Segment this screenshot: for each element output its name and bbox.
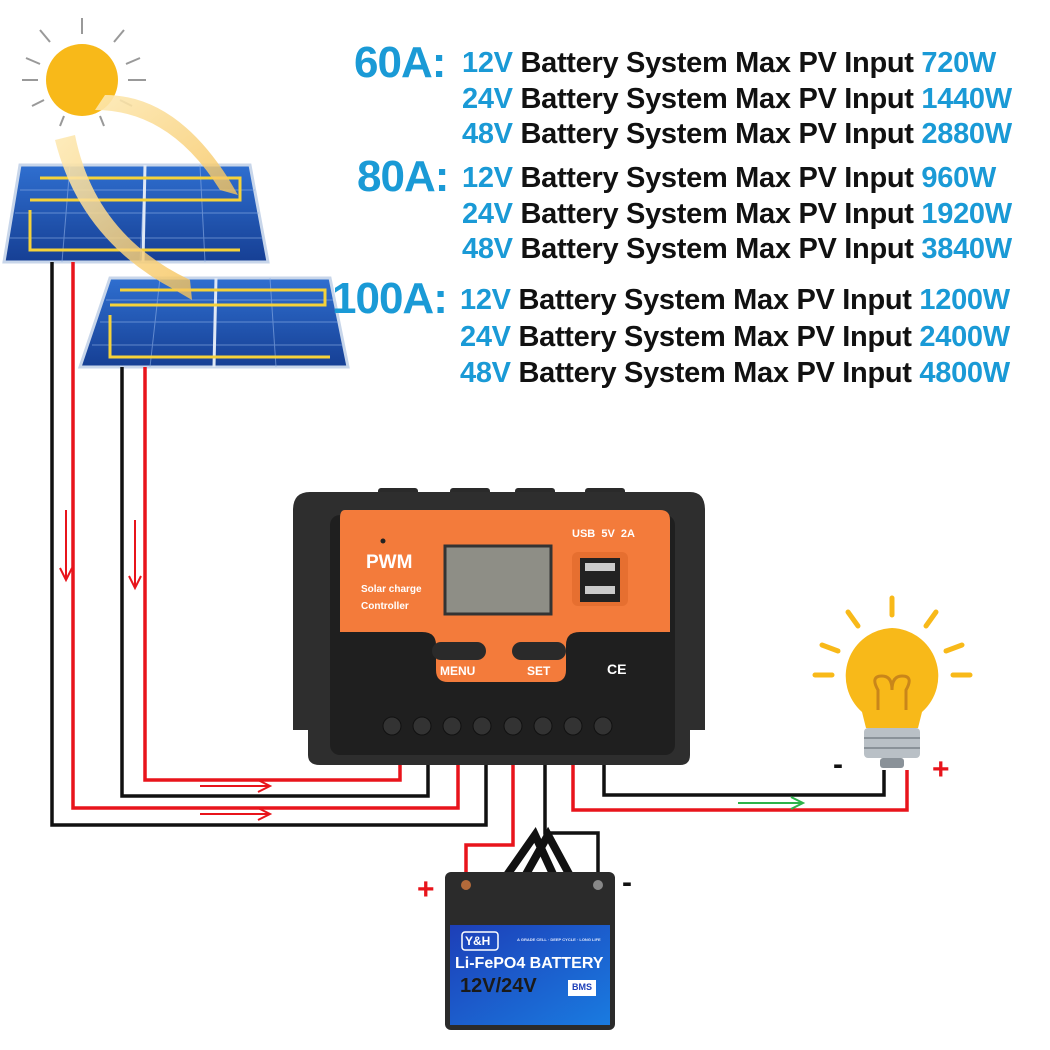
spec-text: Battery System Max PV Input (518, 321, 912, 353)
solar-panel-1 (2, 163, 270, 264)
light-bulb-icon (812, 595, 973, 768)
usb-label: USB 5V 2A (572, 528, 635, 540)
terminal-block (382, 716, 613, 736)
load-positive-sign: + (932, 753, 950, 786)
panel1-positive-wire (71, 262, 460, 810)
spec-power: 720W (921, 47, 996, 79)
spec-row: 48V Battery System Max PV Input 4800W (460, 357, 1010, 390)
spec-row: 12V Battery System Max PV Input 720W (462, 47, 996, 80)
spec-text: Battery System Max PV Input (520, 118, 914, 150)
spec-row: 12V Battery System Max PV Input 960W (462, 162, 996, 195)
set-label: SET (527, 664, 551, 678)
spec-voltage: 24V (460, 321, 511, 353)
panel1-negative-wire (50, 262, 488, 827)
set-button[interactable] (512, 642, 566, 660)
menu-label: MENU (440, 664, 476, 678)
sun-icon (22, 18, 146, 127)
bms-badge: BMS (572, 982, 592, 992)
spec-power: 4800W (919, 357, 1010, 389)
spec-text: Battery System Max PV Input (520, 47, 914, 79)
spec-text: Battery System Max PV Input (520, 233, 914, 265)
sunlight-beam-2 (55, 135, 192, 300)
spec-power: 960W (921, 162, 996, 194)
pwm-charge-controller (293, 488, 705, 765)
spec-voltage: 12V (462, 47, 513, 79)
spec-row: 12V Battery System Max PV Input 1200W (460, 284, 1010, 317)
spec-voltage: 12V (460, 284, 511, 316)
battery-chemistry: Li-FePO4 BATTERY (455, 955, 604, 972)
spec-power: 1200W (919, 284, 1010, 316)
spec-row: 48V Battery System Max PV Input 2880W (462, 118, 1012, 151)
load-negative-sign: - (833, 748, 843, 781)
spec-voltage: 48V (462, 233, 513, 265)
spec-power: 1920W (921, 198, 1012, 230)
battery-positive-wire (464, 765, 515, 885)
panel2-negative-wire (120, 367, 430, 798)
lifepo4-battery (445, 826, 615, 1030)
solar-panel-2 (77, 276, 350, 369)
spec-voltage: 24V (462, 198, 513, 230)
battery-positive-sign: + (417, 873, 435, 906)
spec-text: Battery System Max PV Input (520, 198, 914, 230)
spec-power: 1440W (921, 83, 1012, 115)
load-positive-wire (571, 765, 909, 812)
battery-voltage: 12V/24V (460, 975, 537, 997)
spec-row: 24V Battery System Max PV Input 1920W (462, 198, 1012, 231)
spec-text: Battery System Max PV Input (518, 284, 912, 316)
spec-group-100a-label: 100A: (332, 274, 448, 323)
controller-subtitle: Solar charge (361, 584, 422, 595)
wiring (50, 262, 909, 885)
panel2-positive-wire (143, 367, 402, 782)
ce-mark: CE (607, 661, 627, 677)
spec-text: Battery System Max PV Input (520, 162, 914, 194)
spec-row: 24V Battery System Max PV Input 1440W (462, 83, 1012, 116)
battery-negative-wire (543, 765, 600, 885)
spec-power: 3840W (921, 233, 1012, 265)
spec-text: Battery System Max PV Input (520, 83, 914, 115)
current-flow-arrows (59, 510, 806, 821)
spec-voltage: 48V (460, 357, 511, 389)
controller-type-label: PWM (366, 552, 413, 573)
spec-voltage: 24V (462, 83, 513, 115)
spec-power: 2400W (919, 321, 1010, 353)
spec-row: 24V Battery System Max PV Input 2400W (460, 321, 1010, 354)
battery-negative-sign: - (622, 866, 632, 899)
spec-voltage: 12V (462, 162, 513, 194)
spec-text: Battery System Max PV Input (518, 357, 912, 389)
controller-subtitle: Controller (361, 601, 409, 612)
battery-tagline: A GRADE CELL · DEEP CYCLE · LONG LIFE (517, 937, 601, 942)
spec-group-60a-label: 60A: (354, 38, 446, 87)
spec-power: 2880W (921, 118, 1012, 150)
spec-group-80a-label: 80A: (357, 152, 449, 201)
spec-voltage: 48V (462, 118, 513, 150)
battery-brand-logo: Y&H (465, 934, 491, 948)
menu-button[interactable] (432, 642, 486, 660)
load-negative-wire (602, 765, 886, 797)
spec-row: 48V Battery System Max PV Input 3840W (462, 233, 1012, 266)
lcd-display (443, 544, 553, 616)
sunlight-beam-1 (95, 95, 238, 195)
